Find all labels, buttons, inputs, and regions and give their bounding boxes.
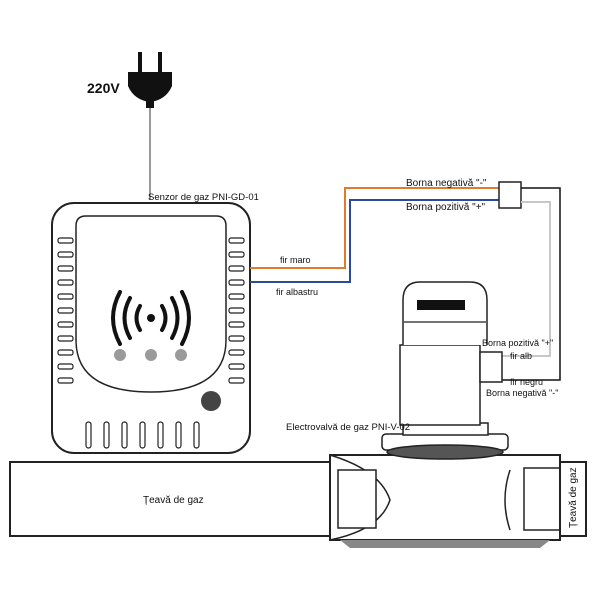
solenoid-valve (329, 281, 587, 541)
power-plug-icon (128, 52, 172, 108)
sensor-left-vents (57, 237, 74, 384)
pipe-label: Țeavă de gaz (143, 495, 204, 506)
sensor-test-button (201, 391, 221, 411)
white-wire (502, 201, 551, 357)
brown-wire-label: fir maro (280, 255, 311, 265)
valve-label: Electrovalvă de gaz PNI-V-02 (286, 422, 410, 433)
blue-wire (250, 199, 500, 283)
sensor-bottom-vents (85, 421, 200, 449)
terminal-connector-block (498, 181, 522, 209)
black-wire (502, 187, 561, 381)
valve-bottom-shadow (340, 540, 550, 548)
valve-top-slot (417, 300, 465, 310)
gas-pipe-left (9, 461, 383, 537)
voltage-label: 220V (87, 80, 120, 96)
sensor-indicator-leds (114, 349, 187, 361)
terminal-negative-top-label: Borna negativă "-" (406, 178, 487, 189)
gas-sensor (51, 202, 251, 454)
terminal-positive-valve-label: Borna pozitivă "+" (482, 338, 553, 348)
blue-wire-label: fir albastru (276, 287, 318, 297)
terminal-negative-valve-label: Borna negativă "-" (486, 388, 558, 398)
black-wire-label: fir negru (510, 377, 543, 387)
terminal-positive-top-label: Borna pozitivă "+" (406, 202, 486, 213)
sensor-right-vents (228, 237, 245, 384)
brown-wire (250, 187, 500, 269)
white-wire-label: fir alb (510, 351, 532, 361)
wireless-signal-icon (111, 290, 191, 346)
sensor-label: Senzor de gaz PNI-GD-01 (148, 192, 259, 203)
pipe-end-label: Țeavă de gaz (568, 467, 579, 528)
